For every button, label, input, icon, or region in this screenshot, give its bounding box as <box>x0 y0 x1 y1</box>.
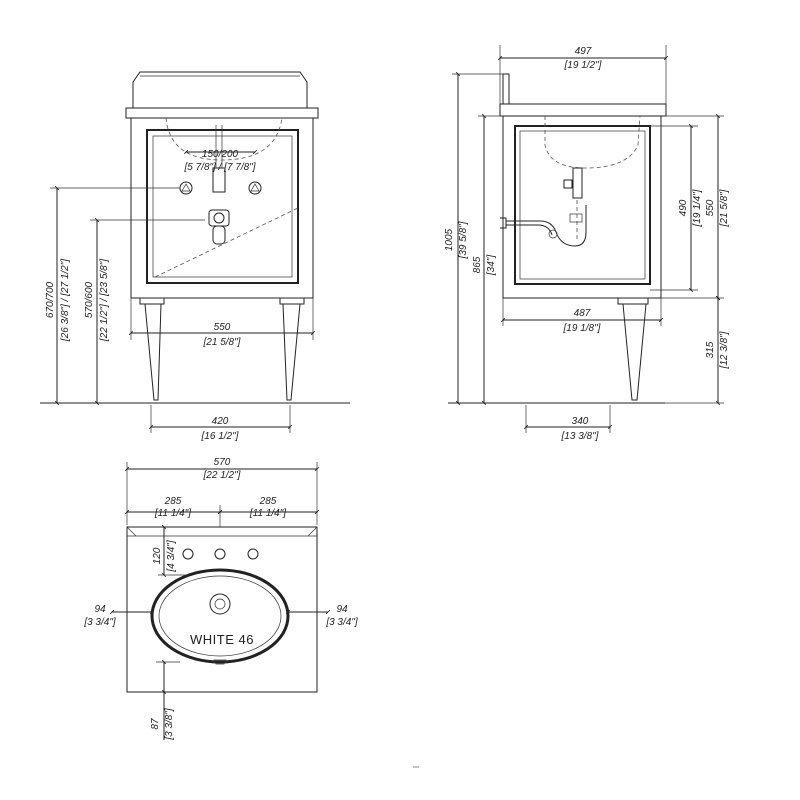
dim-plan-total-width: 570 <box>214 457 231 468</box>
dim-plan-total-width-in: [22 1/2"] <box>203 470 241 481</box>
side-basin-outline <box>544 115 641 169</box>
side-countertop <box>499 103 667 117</box>
dim-side-cabinet-height-in: [21 5/8"] <box>719 189 730 227</box>
dim-side-leg-spread: 340 <box>572 416 589 427</box>
dim-plan-faucet-depth-in: [4 3/4"] <box>166 540 177 573</box>
front-backsplash <box>132 71 308 108</box>
front-countertop <box>125 107 319 119</box>
p-trap <box>208 209 230 227</box>
valve-right <box>248 181 262 195</box>
dim-front-leg-spread: 420 <box>212 416 229 427</box>
dim-side-leg-spread-in: [13 3/8"] <box>561 431 599 442</box>
plan-countertop <box>126 526 318 693</box>
dim-plan-left-margin-in: [3 3/4"] <box>83 617 116 628</box>
side-backsplash <box>502 73 510 104</box>
dim-side-total-height-in: [39 5/8"] <box>458 221 469 259</box>
dim-plan-right-half: 285 <box>259 496 277 507</box>
dim-front-body-width: 550 <box>214 322 231 333</box>
dim-plan-right-margin-in: [3 3/4"] <box>325 617 358 628</box>
front-door-frame <box>146 129 299 284</box>
dim-plan-right-half-in: [11 1/4"] <box>249 508 286 519</box>
front-leg-left <box>144 303 162 401</box>
dim-plan-left-half: 285 <box>164 496 182 507</box>
dim-front-body-width-in: [21 5/8"] <box>203 337 241 348</box>
side-cabinet <box>502 115 662 299</box>
faucet-hole-left <box>182 548 194 560</box>
faucet-hole-right <box>247 548 259 560</box>
dim-side-leg-height: 315 <box>705 341 716 358</box>
dim-front-drain-height-in: [22 1/2"] / [23 5/8"] <box>99 259 110 342</box>
front-leg-right <box>282 303 301 401</box>
dim-side-body-depth-in: [19 1/8"] <box>563 323 601 334</box>
side-elevation-view: 497 [19 1/2"] 487 [19 1/8"] 340 [13 3/8"… <box>444 45 730 442</box>
faucet-hole-center <box>214 548 226 560</box>
side-leg-cap <box>617 297 649 305</box>
side-leg <box>622 303 647 401</box>
dim-side-top-depth-in: [19 1/2"] <box>564 60 602 71</box>
dim-side-body-height-in: [34"] <box>486 255 497 276</box>
dim-faucet-spacing: 150/200 <box>202 149 239 160</box>
front-leg-cap-right <box>279 297 305 305</box>
dim-side-total-height: 1005 <box>444 228 455 251</box>
dim-side-panel-height: 490 <box>678 199 689 216</box>
dim-plan-left-half-in: [11 1/4"] <box>154 508 191 519</box>
dim-plan-left-margin: 94 <box>94 604 106 615</box>
dim-side-body-depth: 487 <box>574 308 591 319</box>
side-panel-frame <box>514 125 651 285</box>
plan-basin-inner <box>158 575 282 657</box>
drain-tailpiece <box>212 167 226 193</box>
dim-plan-right-margin: 94 <box>336 604 348 615</box>
dim-side-cabinet-height: 550 <box>705 199 716 216</box>
dim-side-panel-height-in: [19 1/4"] <box>692 189 703 227</box>
plan-basin-outer <box>150 568 290 664</box>
front-leg-cap-left <box>139 297 165 305</box>
top-plan-view: WHITE 46 570 [22 1/2"] 285 [11 1/4"] 285… <box>83 457 358 741</box>
dim-front-valve-height: 670/700 <box>45 281 56 318</box>
dim-front-valve-height-in: [26 3/8"] / [27 1/2"] <box>60 259 71 342</box>
front-cabinet <box>130 117 314 299</box>
dim-side-leg-height-in: [12 3/8"] <box>719 331 730 369</box>
dim-plan-front-depth-in: [3 3/8"] <box>164 708 175 741</box>
dim-side-body-height: 865 <box>472 256 483 273</box>
dim-plan-front-depth: 87 <box>150 718 161 730</box>
plan-drain <box>209 593 231 615</box>
basin-model-label: WHITE 46 <box>190 632 254 647</box>
side-p-trap <box>506 205 587 247</box>
dim-front-leg-spread-in: [16 1/2"] <box>201 431 239 442</box>
dim-front-drain-height: 570/600 <box>84 281 95 318</box>
dim-side-top-depth: 497 <box>575 46 592 57</box>
dim-plan-faucet-depth: 120 <box>152 547 163 564</box>
dim-faucet-spacing-in: [5 7/8"] / [7 7/8"] <box>183 162 255 173</box>
side-drain-tail <box>572 167 583 199</box>
front-elevation-view: 150/200 [5 7/8"] / [7 7/8"] 550 [21 5/8"… <box>40 71 350 442</box>
